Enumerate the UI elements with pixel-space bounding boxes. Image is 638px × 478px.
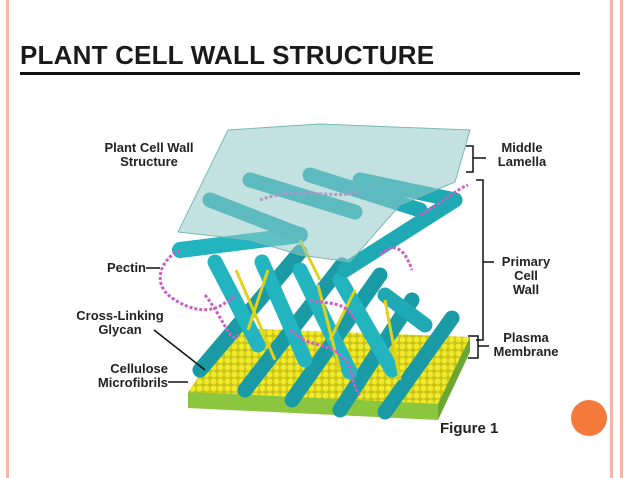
label-primary-wall-line3: Wall xyxy=(512,282,540,297)
figure-heading-line2: Structure xyxy=(120,154,178,169)
label-primary-cell-wall: Primary Cell Wall xyxy=(494,255,558,297)
label-leader-lines xyxy=(146,267,206,383)
label-cellulose-microfibrils: Cellulose Microfibrils xyxy=(82,362,168,390)
label-primary-wall-line1: Primary xyxy=(501,254,551,269)
slide-title: PLANT CELL WALL STRUCTURE xyxy=(20,38,580,75)
accent-circle xyxy=(571,400,607,436)
middle-lamella xyxy=(177,123,471,263)
label-plasma-membrane: Plasma Membrane xyxy=(486,331,566,359)
label-middle-lamella-line1: Middle xyxy=(501,140,543,155)
label-cross-linking-line2: Glycan xyxy=(98,322,142,337)
figure-heading-line1: Plant Cell Wall xyxy=(104,140,194,155)
figure-heading: Plant Cell Wall Structure xyxy=(84,141,214,169)
label-cellulose-line1: Cellulose xyxy=(110,361,168,376)
cross-linking-glycans xyxy=(234,239,402,381)
label-middle-lamella: Middle Lamella xyxy=(484,141,560,169)
right-border-line xyxy=(610,0,613,478)
label-primary-wall-line2: Cell xyxy=(514,268,538,283)
label-cross-linking-glycan: Cross-Linking Glycan xyxy=(70,309,170,337)
figure-caption: Figure 1 xyxy=(440,420,499,437)
label-plasma-line2: Membrane xyxy=(493,344,559,359)
label-pectin: Pectin xyxy=(106,260,146,275)
right-brackets xyxy=(466,145,494,359)
label-middle-lamella-line2: Lamella xyxy=(497,154,547,169)
label-cellulose-line2: Microfibrils xyxy=(97,375,168,390)
left-border-line xyxy=(6,0,9,478)
label-cross-linking-line1: Cross-Linking xyxy=(76,308,164,323)
right-border-line-2 xyxy=(620,0,623,478)
label-plasma-line1: Plasma xyxy=(503,330,549,345)
